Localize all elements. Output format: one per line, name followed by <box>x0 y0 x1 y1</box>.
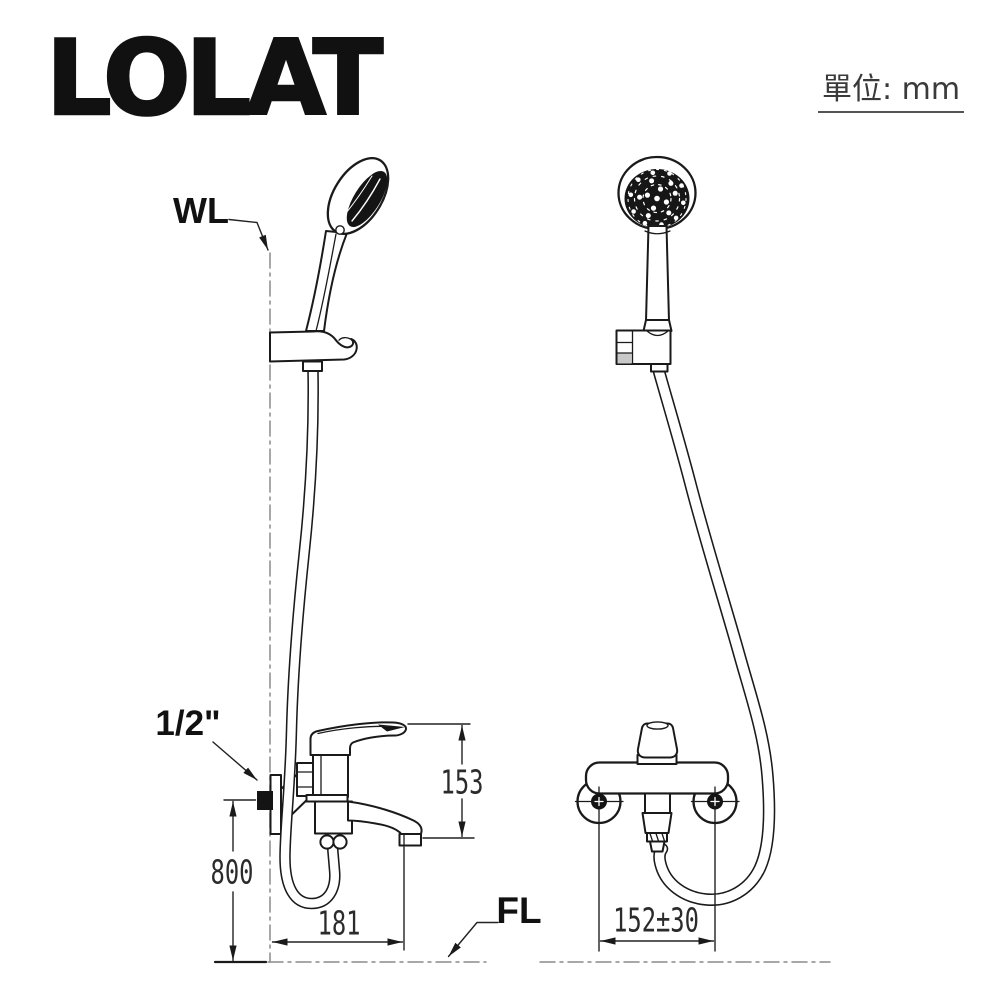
shower-bracket-side <box>269 330 358 363</box>
outlet-nipple <box>649 840 666 853</box>
floor-line-label: FL <box>496 890 542 931</box>
dim-152-label: 152±30 <box>613 900 699 940</box>
mixer-knob-front <box>636 722 679 759</box>
side-view-drawing <box>257 157 423 910</box>
water-line-label: WL <box>173 190 229 231</box>
dimension-153 <box>407 723 475 839</box>
spray-nozzles <box>628 170 686 227</box>
dim-181-label: 181 <box>317 903 361 943</box>
mixer-front <box>574 721 740 853</box>
leader-lines <box>212 218 499 958</box>
brand-logo: LOLAT <box>45 19 385 139</box>
front-view-drawing <box>574 155 776 906</box>
dimension-800 <box>223 799 257 962</box>
tub-spout <box>347 800 423 838</box>
dimension-181 <box>271 846 405 951</box>
handshower-handle-front <box>645 225 670 322</box>
dim-800-label: 800 <box>210 852 254 892</box>
dim-153-label: 153 <box>440 762 484 802</box>
mixer-body-front <box>584 761 730 795</box>
dimension-152 <box>598 823 716 952</box>
inlet-connector <box>257 791 273 810</box>
inlet-size-label: 1/2" <box>155 704 221 743</box>
unit-note: 單位: mm <box>818 64 965 113</box>
